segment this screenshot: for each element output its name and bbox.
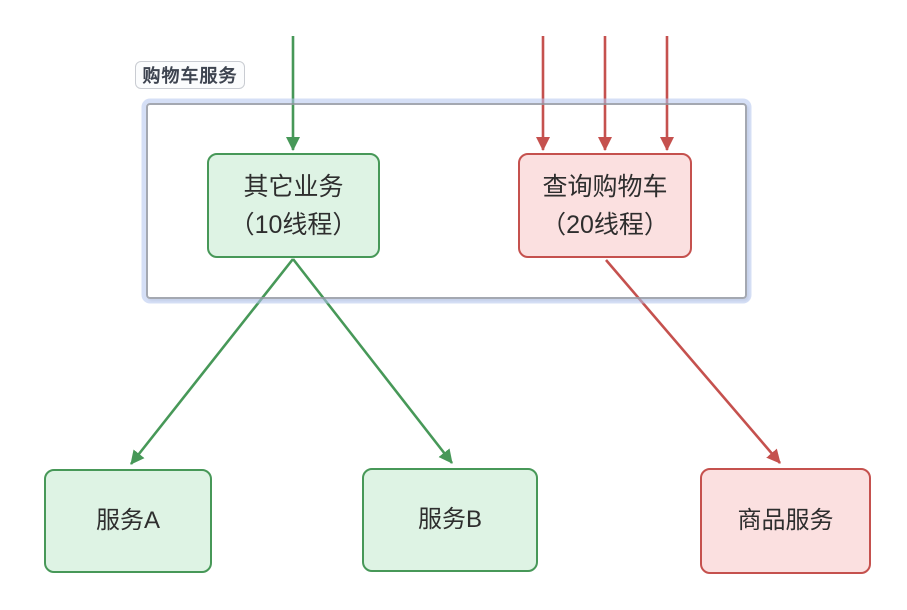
- node-query-cart: 查询购物车 （20线程）: [518, 153, 692, 258]
- node-other-business-line2: （10线程）: [229, 210, 358, 239]
- node-other-business: 其它业务 （10线程）: [207, 153, 380, 258]
- node-product-service-label: 商品服务: [737, 507, 834, 534]
- node-service-b-label: 服务B: [417, 506, 482, 533]
- node-service-a: 服务A: [44, 469, 212, 573]
- cart-service-group-label: 购物车服务: [135, 61, 245, 89]
- node-service-a-label: 服务A: [95, 507, 160, 534]
- node-query-cart-line1: 查询购物车: [542, 172, 668, 201]
- node-service-b: 服务B: [362, 468, 538, 572]
- node-other-business-line1: 其它业务: [243, 172, 344, 201]
- node-product-service: 商品服务: [700, 468, 871, 574]
- group-label-text: 购物车服务: [142, 66, 238, 86]
- node-query-cart-line2: （20线程）: [541, 210, 669, 239]
